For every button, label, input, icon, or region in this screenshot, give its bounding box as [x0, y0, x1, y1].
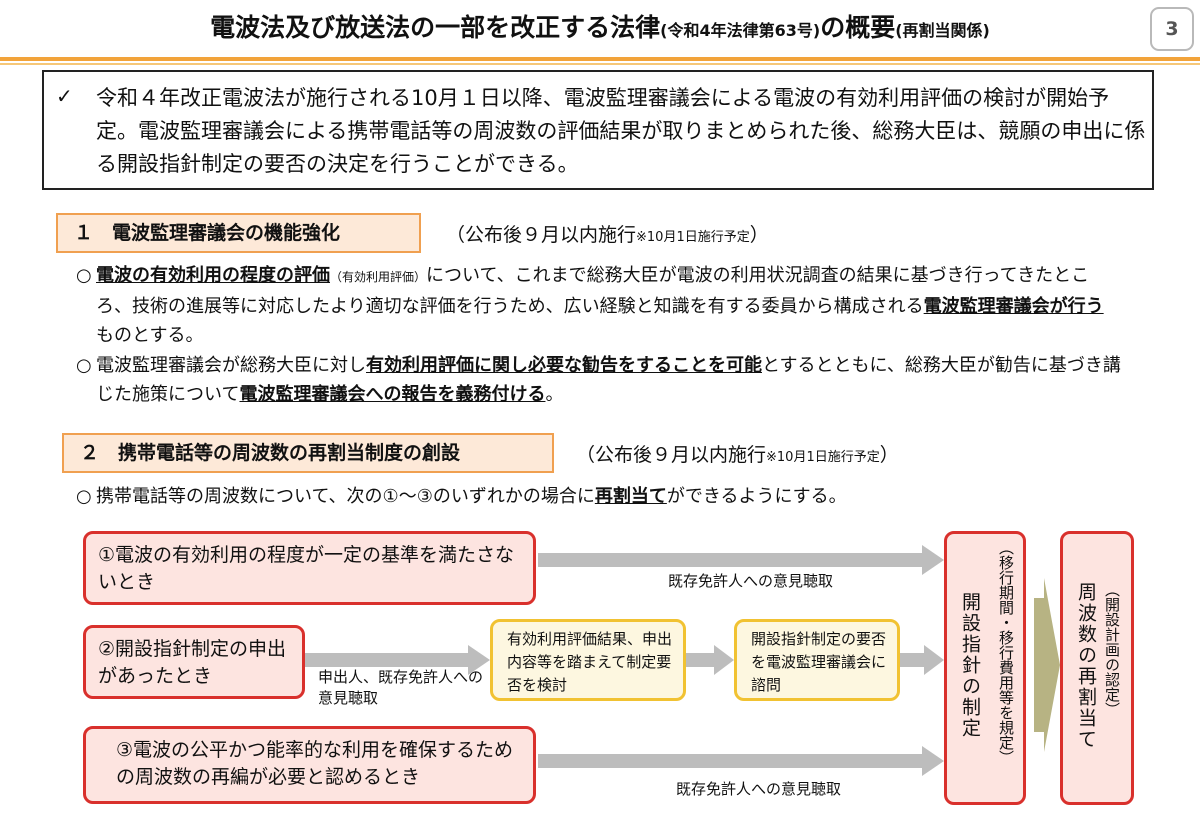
step-consult-box: 開設指針制定の要否を電波監理審議会に諮問 — [734, 619, 900, 701]
section1-heading: １ 電波監理審議会の機能強化 — [56, 213, 421, 253]
page-title: 電波法及び放送法の一部を改正する法律(令和4年法律第63号)の概要(再割当関係) — [0, 8, 1200, 44]
label-row2: 申出人、既存免許人への意見聴取 — [318, 668, 484, 707]
section1-note: （公布後９月以内施行※10月1日施行予定） — [446, 220, 769, 247]
section1-note-small: ※10月1日施行予定 — [636, 230, 750, 245]
section2-intro: 携帯電話等の周波数について、次の①～③のいずれかの場合に再割当てができるようにす… — [96, 482, 1096, 511]
section1-item2-bold1: 有効利用評価に関し必要な勧告をすることを可能 — [366, 355, 762, 376]
summary-text: 令和４年改正電波法が施行される10月１日以降、電波監理審議会による電波の有効利用… — [96, 86, 1146, 176]
header-rule — [0, 57, 1200, 61]
bullet: ○ — [76, 486, 92, 507]
bullet: ○ — [76, 265, 92, 286]
section1-item2-text2: とするとともに、総務大臣が勧告に基づき講じた施策について — [96, 355, 1121, 405]
title-tail: (再割当関係) — [895, 21, 990, 40]
section1-item2-bold2: 電波監理審議会への報告を義務付ける — [239, 384, 546, 405]
arrow-row2-c — [900, 645, 944, 675]
section2-intro-bold: 再割当て — [594, 486, 667, 507]
section2-note: （公布後９月以内施行※10月1日施行予定） — [576, 440, 899, 467]
reassign-main: 周波数の再割当て — [1075, 582, 1097, 750]
section1-item2-text1: 電波監理審議会が総務大臣に対し — [96, 355, 366, 376]
section1-item1-text2: ものとする。 — [96, 325, 204, 346]
section1-item2: 電波監理審議会が総務大臣に対し有効利用評価に関し必要な勧告をすることを可能とする… — [96, 351, 1126, 409]
policy-main: 開設指針の制定 — [959, 592, 981, 739]
section2-note-text: （公布後９月以内施行 — [576, 444, 767, 466]
arrow-row2-a — [305, 645, 490, 675]
policy-box: （移行期間・移行費用等を規定） 開設指針の制定 — [944, 531, 1026, 805]
section1-item1-bold1: 電波の有効利用の程度の評価 — [96, 265, 330, 286]
section2-intro-text2: ができるようにする。 — [666, 486, 847, 507]
case2-box: ②開設指針制定の申出があったとき — [83, 625, 305, 699]
summary-box: ✓ 令和４年改正電波法が施行される10月１日以降、電波監理審議会による電波の有効… — [42, 70, 1154, 190]
reassign-box: （開設計画の認定） 周波数の再割当て — [1060, 531, 1134, 805]
section1-item1: 電波の有効利用の程度の評価（有効利用評価）について、これまで総務大臣が電波の利用… — [96, 261, 1106, 350]
arrow-row2-b — [686, 645, 734, 675]
policy-sub: （移行期間・移行費用等を規定） — [997, 540, 1015, 765]
header-rule-secondary — [0, 63, 1200, 65]
arrow-row3 — [538, 746, 944, 776]
case1-box: ①電波の有効利用の程度が一定の基準を満たさないとき — [83, 531, 536, 605]
section2-note-close: ） — [879, 444, 899, 466]
section1-note-close: ） — [749, 224, 769, 246]
section1-item1-bold2: 電波監理審議会が行う — [923, 296, 1104, 317]
checkmark-icon: ✓ — [56, 84, 73, 108]
title-mid: の概要 — [820, 13, 896, 42]
section2-intro-text1: 携帯電話等の周波数について、次の①～③のいずれかの場合に — [96, 486, 595, 507]
title-paren: (令和4年法律第63号) — [660, 21, 821, 40]
step-evaluation-box: 有効利用評価結果、申出内容等を踏まえて制定要否を検討 — [490, 619, 686, 701]
label-row3: 既存免許人への意見聴取 — [676, 780, 842, 798]
section1-item1-small: （有効利用評価） — [330, 270, 427, 284]
section2-heading: ２ 携帯電話等の周波数の再割当制度の創設 — [62, 433, 554, 473]
section2-note-small: ※10月1日施行予定 — [766, 450, 880, 465]
arrow-to-reassign — [1034, 578, 1060, 752]
bullet: ○ — [76, 355, 92, 376]
case3-box: ③電波の公平かつ能率的な利用を確保するための周波数の再編が必要と認めるとき — [83, 726, 536, 804]
section1-note-text: （公布後９月以内施行 — [446, 224, 637, 246]
page-number: 3 — [1150, 7, 1194, 51]
label-row1: 既存免許人への意見聴取 — [668, 572, 834, 590]
reassign-sub: （開設計画の認定） — [1103, 582, 1121, 717]
section1-item1-text1: について、これまで総務大臣が電波の利用状況調査の結果に基づき行ってきたところ、技… — [96, 265, 1090, 317]
arrow-row1 — [538, 545, 944, 575]
section1-item2-text3: 。 — [545, 384, 564, 405]
title-main: 電波法及び放送法の一部を改正する法律 — [210, 13, 661, 42]
